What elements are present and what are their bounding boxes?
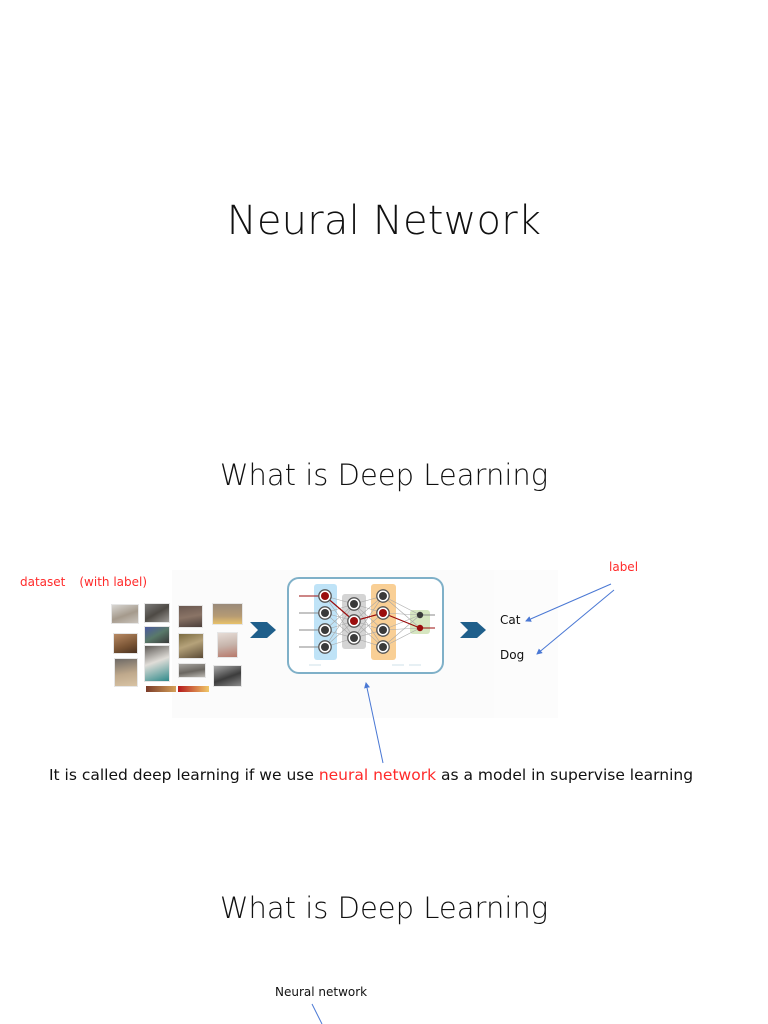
cat-photo	[113, 633, 138, 654]
cat-photo	[212, 603, 243, 625]
cat-photo	[213, 665, 242, 687]
cat-photo	[144, 626, 170, 644]
network-edge	[382, 595, 421, 629]
cat-photo	[144, 645, 170, 682]
cat-photo	[217, 632, 238, 658]
chevron-right-icon	[250, 622, 276, 638]
sentence-after: as a model in supervise learning	[436, 766, 694, 784]
neural-network-graphic	[299, 584, 435, 666]
dataset-label: dataset (with label)	[20, 575, 147, 589]
slide-title-what-is-deep-learning-2: What is Deep Learning	[219, 891, 549, 925]
node	[379, 626, 387, 634]
neural-network-annotation: Neural network	[275, 985, 368, 999]
cat-photo	[114, 658, 138, 687]
sentence-highlight: neural network	[318, 766, 437, 784]
node	[321, 626, 329, 634]
output-panel	[494, 570, 558, 718]
active-node	[379, 609, 387, 617]
node	[321, 643, 329, 651]
node	[379, 592, 387, 600]
node	[350, 634, 358, 642]
arrow-neural-network-annotation	[311, 1003, 323, 1024]
slide-title-neural-network: Neural Network	[226, 198, 542, 244]
slide-title-what-is-deep-learning: What is Deep Learning	[219, 458, 549, 492]
dataset-note: (with label)	[79, 575, 148, 589]
node	[379, 643, 387, 651]
sentence-before: It is called deep learning if we use	[48, 766, 319, 784]
active-node	[350, 617, 358, 625]
active-node	[321, 592, 329, 600]
chevron-right-icon	[460, 622, 486, 638]
active-output-node	[416, 624, 424, 632]
network-edge	[382, 614, 421, 648]
output-node	[416, 611, 424, 619]
network-edge	[382, 595, 421, 616]
deep-learning-definition: It is called deep learning if we use neu…	[0, 766, 742, 784]
cat-photo	[111, 604, 139, 624]
label-annotation: label	[609, 560, 639, 574]
node	[321, 609, 329, 617]
node	[350, 600, 358, 608]
cat-photo	[178, 633, 204, 659]
network-edge	[324, 603, 355, 648]
neural-network-diagram	[287, 577, 444, 674]
output-label-cat: Cat	[500, 613, 521, 627]
cat-photo	[146, 686, 176, 692]
network-edge	[382, 627, 421, 648]
cat-photo	[144, 603, 170, 623]
output-label-dog: Dog	[500, 648, 525, 662]
cat-photo	[178, 605, 203, 628]
cat-photo	[178, 686, 209, 692]
dataset-word: dataset	[20, 575, 66, 589]
cat-photo	[178, 663, 206, 678]
